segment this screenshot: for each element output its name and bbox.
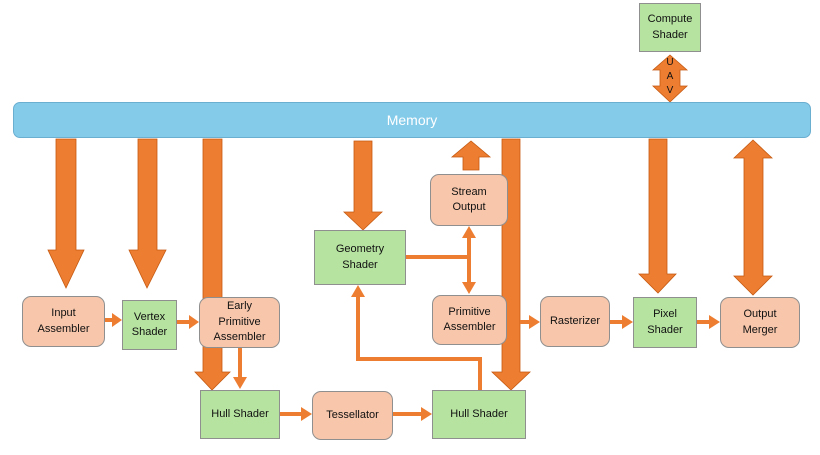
memory-to-hull-shader-arrow <box>194 138 231 391</box>
output-merger-label: Output Merger <box>742 308 778 336</box>
memory-to-vertex-shader-arrow <box>128 138 167 289</box>
tessellator-to-hull-arrow <box>393 407 432 421</box>
uav-letter-a: A <box>666 71 674 82</box>
memory-bar: Memory <box>13 102 811 138</box>
hull-shader-right-box: Hull Shader <box>432 390 526 439</box>
compute-shader-box: Compute Shader <box>639 3 701 52</box>
memory-to-hull-shader-right-arrow <box>490 138 532 391</box>
rasterizer-box: Rasterizer <box>540 296 610 347</box>
vertex-shader-box: Vertex Shader <box>122 300 177 350</box>
memory-to-geometry-shader-arrow <box>342 140 384 231</box>
vertex-to-early-primitive-arrow <box>177 315 199 329</box>
hull-to-tessellator-arrow <box>280 407 312 421</box>
compute-shader-label: Compute Shader <box>647 13 693 41</box>
tessellator-box: Tessellator <box>312 391 393 440</box>
early-primitive-assembler-label: Early Primitive Assembler <box>213 300 266 344</box>
memory-to-input-assembler-arrow <box>47 138 85 289</box>
memory-label: Memory <box>386 112 438 128</box>
primitive-assembler-box: Primitive Assembler <box>432 295 507 345</box>
memory-to-pixel-shader-arrow <box>638 138 677 294</box>
geometry-shader-box: Geometry Shader <box>314 230 406 285</box>
hull-shader-left-label: Hull Shader <box>211 407 269 420</box>
geometry-to-stream-and-primitive-arrow <box>406 226 476 294</box>
early-primitive-assembler-box: Early Primitive Assembler <box>199 297 280 348</box>
primitive-to-rasterizer-arrow <box>520 315 540 329</box>
primitive-assembler-label: Primitive Assembler <box>443 305 496 333</box>
output-merger-memory-arrow <box>732 139 774 296</box>
pixel-shader-box: Pixel Shader <box>633 297 697 348</box>
input-assembler-label: Input Assembler <box>37 307 90 335</box>
rasterizer-label: Rasterizer <box>549 314 601 327</box>
uav-letter-v: V <box>666 85 674 96</box>
geometry-shader-label: Geometry Shader <box>335 243 385 271</box>
pixel-shader-label: Pixel Shader <box>647 308 683 336</box>
output-merger-box: Output Merger <box>720 297 800 348</box>
uav-letter-u: U <box>666 57 674 68</box>
vertex-shader-label: Vertex Shader <box>131 310 168 338</box>
hull-to-geometry-arrow <box>351 285 482 390</box>
rasterizer-to-pixel-arrow <box>610 315 633 329</box>
hull-shader-left-box: Hull Shader <box>200 390 280 439</box>
uav-label: U A V <box>662 52 678 102</box>
pixel-to-output-merger-arrow <box>697 315 720 329</box>
stream-output-to-memory-arrow <box>450 140 492 171</box>
hull-shader-right-label: Hull Shader <box>450 407 508 420</box>
early-primitive-to-hull-arrow <box>233 348 247 389</box>
stream-output-box: Stream Output <box>430 174 508 226</box>
stream-output-label: Stream Output <box>451 185 487 213</box>
input-to-vertex-arrow <box>105 313 122 327</box>
tessellator-label: Tessellator <box>326 408 379 421</box>
input-assembler-box: Input Assembler <box>22 296 105 347</box>
